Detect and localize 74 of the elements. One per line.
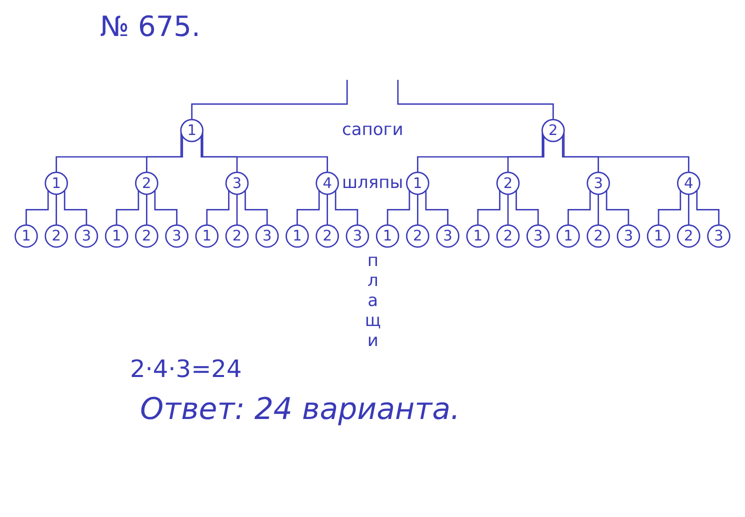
tree-line [397,80,554,120]
numbered-circle: 3 [255,224,279,248]
tree-line [146,136,184,173]
numbered-circle: 4 [677,172,700,195]
numbered-circle: 3 [526,224,550,248]
tree-line [116,190,140,226]
numbered-circle: 2 [44,224,68,248]
numbered-circle: 1 [376,224,400,248]
numbered-circle: 2 [586,224,610,248]
level-label: плащи [362,251,383,352]
tree-line [658,190,682,226]
numbered-circle: 4 [316,172,339,195]
numbered-circle: 2 [496,172,520,195]
numbered-circle: 2 [135,172,158,195]
tree-line [64,190,88,226]
numbered-circle: 2 [135,224,158,248]
tree-line [386,190,410,226]
numbered-circle: 1 [466,224,490,248]
tree-line [477,190,500,226]
numbered-circle: 2 [496,224,520,248]
numbered-circle: 1 [195,224,219,248]
numbered-circle: 3 [707,224,730,248]
tree-line [507,194,509,226]
tree-line [236,194,238,226]
numbered-circle: 1 [180,118,204,142]
equation: 2·4·3=24 [130,355,242,384]
tree-line [425,190,448,226]
tree-line [56,132,182,173]
tree-line [26,190,49,226]
tree-line [244,190,268,226]
tree-line [568,190,591,226]
tree-line [416,132,544,173]
numbered-circle: 1 [556,224,580,248]
tree-line [562,136,599,173]
numbered-circle: 1 [44,172,68,195]
tree-line [516,190,539,226]
level-label: сапоги [342,120,404,141]
numbered-circle: 3 [74,224,98,248]
numbered-circle: 3 [165,224,188,248]
tree-line [326,194,328,226]
level-label: шляпы [342,173,404,194]
tree-line [56,194,58,226]
numbered-circle: 2 [225,224,249,248]
tree-line [563,132,690,173]
numbered-circle: 2 [542,118,565,142]
tree-line [688,194,690,226]
tree-line [296,190,320,226]
numbered-circle: 1 [104,224,128,248]
numbered-circle: 1 [14,224,38,248]
answer-text: Ответ: 24 варианта. [140,392,460,428]
numbered-circle: 3 [225,172,249,195]
numbered-circle: 1 [286,224,309,248]
tree-line [507,136,544,173]
tree-line [206,190,230,226]
tree-line [154,190,178,226]
tree-line [606,190,630,226]
numbered-circle: 3 [586,172,610,195]
tree-line [200,136,238,173]
numbered-circle: 1 [646,224,670,248]
numbered-circle: 2 [316,224,339,248]
numbered-circle: 3 [616,224,640,248]
numbered-circle: 2 [406,224,430,248]
numbered-circle: 3 [436,224,460,248]
tree-line [416,194,418,226]
title: № 675. [100,10,200,44]
tree-line [191,80,348,120]
tree-line [334,190,358,226]
tree-line [202,132,328,173]
numbered-circle: 3 [346,224,370,248]
tree-line [598,194,599,226]
tree-line [146,194,148,226]
tree-line [696,190,720,226]
numbered-circle: 1 [406,172,430,195]
numbered-circle: 2 [677,224,700,248]
